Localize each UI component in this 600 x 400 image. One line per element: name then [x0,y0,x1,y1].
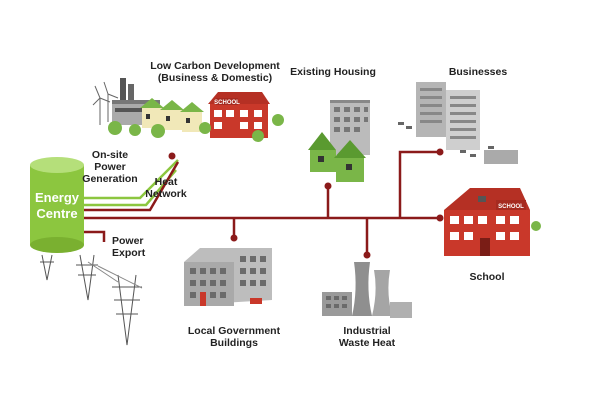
node-local-government [230,234,238,242]
label-school: School [469,271,504,283]
label-heat-network-line2: Network [145,188,187,200]
businesses [398,82,518,164]
industrial-waste-heat [322,262,412,318]
branch-businesses [398,150,440,218]
label-power-export-line1: Power [112,235,144,247]
energy-centre-label-line2: Centre [36,206,77,221]
power-pylons [76,254,143,346]
label-local-government-line2: Buildings [210,337,258,349]
label-onsite-power-line3: Generation [82,173,137,185]
node-existing-housing [324,182,332,190]
local-government-buildings [184,248,272,306]
pipes [84,148,444,259]
label-industrial-line2: Waste Heat [339,337,396,349]
node-businesses [436,148,444,156]
terraced-houses [140,98,204,132]
label-industrial-line1: Industrial [343,325,390,337]
low-carbon-development: SCHOOL [92,78,284,142]
label-power-export-line2: Export [112,247,146,259]
label-businesses: Businesses [449,66,508,78]
label-onsite-power-line2: Power [94,161,126,173]
node-school [436,214,444,222]
parked-cars [398,122,494,157]
trees [108,114,284,142]
label-heat-network-line1: Heat [155,176,178,188]
power-pylon-small [40,254,54,281]
label-local-government-line1: Local Government [188,325,281,337]
wind-turbine-icon [92,81,119,125]
labels: Low Carbon Development (Business & Domes… [82,60,507,349]
node-industrial [363,251,371,259]
label-existing-housing: Existing Housing [290,66,376,78]
existing-housing [308,100,370,182]
school-building: SCHOOL [444,188,541,256]
power-generation-line-outer [84,159,179,200]
heat-network-node-low-carbon [168,152,176,160]
label-low-carbon-line2: (Business & Domestic) [158,72,272,84]
heat-network-branch-low-carbon [84,161,180,212]
large-school-sign: SCHOOL [498,204,524,210]
label-low-carbon-line1: Low Carbon Development [150,60,280,72]
power-export-line [84,230,106,242]
energy-centre: Energy Centre [30,157,84,281]
small-school-sign: SCHOOL [214,100,240,106]
energy-centre-label-line1: Energy [35,190,80,205]
label-onsite-power-line1: On-site [92,149,128,161]
